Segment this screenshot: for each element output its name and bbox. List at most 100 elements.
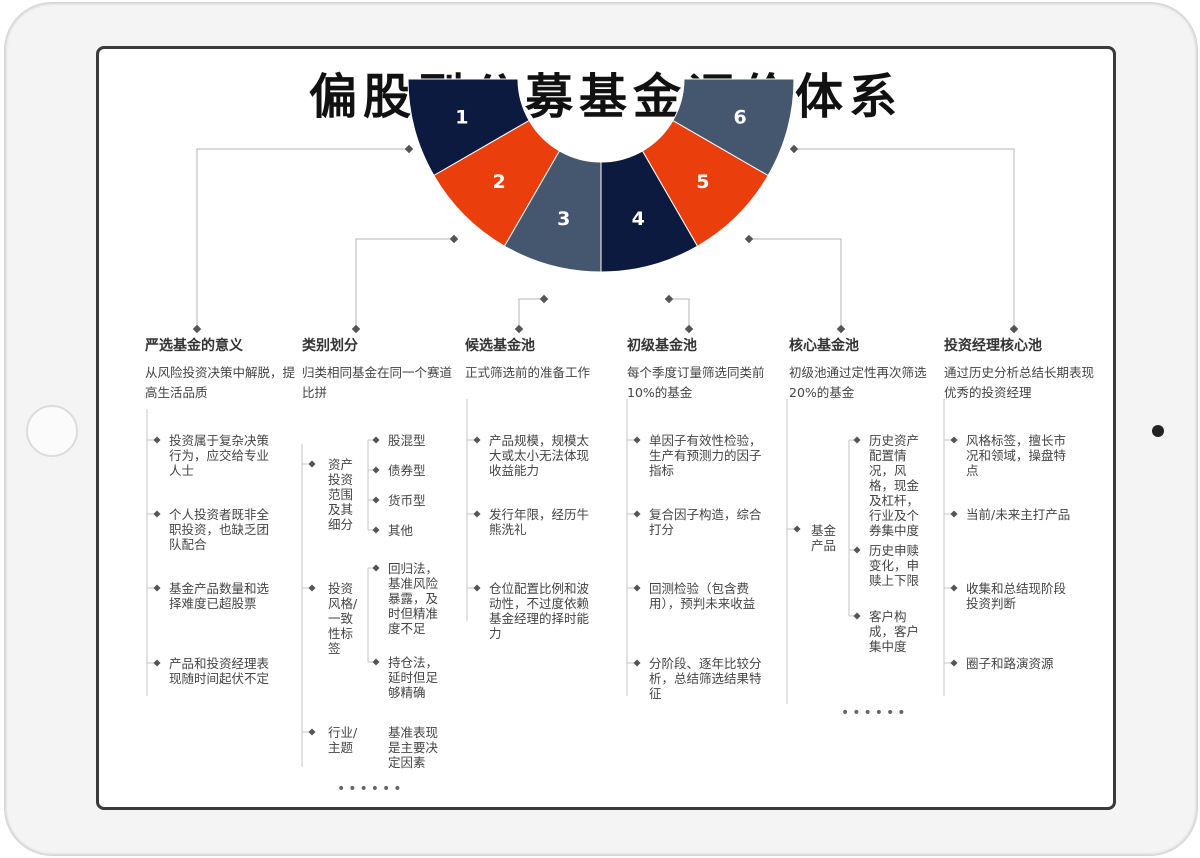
bullet-node — [308, 728, 316, 736]
column-6: 投资经理核心池通过历史分析总结长期表现优秀的投资经理 — [944, 335, 1094, 403]
list-item: 仓位配置比例和波动性，不过度依赖基金经理的择时能力 — [489, 581, 590, 641]
connector-node — [449, 234, 459, 244]
bullet-node — [153, 436, 161, 444]
connector-4 — [669, 298, 690, 329]
connector-node — [514, 324, 524, 334]
page-title: 偏股型公募基金评价体系 — [308, 69, 903, 125]
column-title: 投资经理核心池 — [944, 338, 1042, 354]
list-item: 回测检验（包含费用），预判未来收益 — [649, 581, 756, 611]
column-title: 初级基金池 — [627, 338, 697, 354]
more-indicator: •••••• — [337, 781, 405, 797]
bullet-node — [473, 510, 481, 518]
connector-1 — [196, 148, 409, 329]
column-description: 从风险投资决策中解脱，提高生活品质 — [145, 365, 296, 400]
sub-item: 基准表现是主要决定因素 — [388, 725, 439, 770]
bullet-node — [633, 659, 641, 667]
bullet-node — [308, 460, 316, 468]
connector-3 — [518, 298, 544, 329]
connector-node — [836, 324, 846, 334]
list-item: 投资属于复杂决策行为，应交给专业人士 — [169, 433, 270, 478]
list-item: 当前/未来主打产品 — [966, 507, 1071, 522]
bullet-node — [372, 436, 380, 444]
connector-node — [744, 234, 754, 244]
list-item: 单因子有效性检验，生产有预测力的因子指标 — [649, 433, 762, 478]
bullet-node — [950, 510, 958, 518]
bullet-node — [950, 584, 958, 592]
list-item: 基金产品数量和选择难度已超股票 — [169, 581, 270, 611]
bullet-node — [950, 659, 958, 667]
bullet-node — [372, 564, 380, 572]
list-item: 分阶段、逐年比较分析，总结筛选结果特征 — [649, 656, 762, 701]
connector-node — [539, 294, 549, 304]
bullet-node — [633, 584, 641, 592]
column-description: 通过历史分析总结长期表现优秀的投资经理 — [944, 365, 1095, 400]
connector-node — [404, 144, 414, 154]
bullet-node — [853, 612, 861, 620]
group-label: 基金产品 — [811, 523, 837, 553]
connector-lines — [196, 148, 1015, 329]
connector-node — [684, 324, 694, 334]
sub-item: 债券型 — [388, 463, 426, 478]
column-title: 候选基金池 — [465, 338, 535, 354]
group-label: 投资风格/一致性标签 — [328, 581, 358, 656]
sub-item: 其他 — [388, 523, 414, 538]
column-title: 类别划分 — [302, 338, 358, 354]
sub-item: 客户构成，客户集中度 — [869, 609, 920, 654]
bullet-node — [793, 525, 801, 533]
bullet-node — [633, 510, 641, 518]
connector-node — [351, 324, 361, 334]
sub-item: 货币型 — [388, 493, 426, 508]
bullet-node — [633, 436, 641, 444]
list-item: 风格标签，擅长市况和领域，操盘特点 — [966, 433, 1067, 478]
bullet-node — [950, 436, 958, 444]
column-title: 核心基金池 — [789, 338, 859, 354]
group-label: 资产投资范围及其细分 — [328, 457, 354, 532]
wheel-segment-6 — [672, 78, 795, 177]
bullet-node — [473, 436, 481, 444]
bullet-node — [372, 466, 380, 474]
column-title: 严选基金的意义 — [145, 338, 243, 354]
list-item: 发行年限，经历牛熊洗礼 — [489, 507, 590, 537]
sub-item: 历史资产配置情况，风格，现金及杠杆，行业及个券集中度 — [869, 433, 920, 538]
bullet-node — [153, 584, 161, 592]
connector-node — [664, 294, 674, 304]
column-2: 类别划分归类相同基金在同一个赛道比拼 — [302, 335, 452, 403]
segment-number-2: 2 — [493, 171, 506, 193]
bullet-node — [853, 546, 861, 554]
bullet-node — [473, 584, 481, 592]
bullet-node — [153, 659, 161, 667]
camera-dot — [1152, 425, 1164, 437]
connector-node — [192, 324, 202, 334]
connector-node — [789, 144, 799, 154]
sub-item: 历史申赎变化，申赎上下限 — [869, 543, 920, 588]
bullet-node — [372, 658, 380, 666]
connector-5 — [749, 238, 842, 329]
segment-number-5: 5 — [696, 171, 709, 193]
bullet-node — [308, 584, 316, 592]
segment-number-1: 1 — [455, 106, 468, 128]
column-4: 初级基金池每个季度订量筛选同类前10%的基金 — [627, 335, 777, 403]
connector-6 — [794, 148, 1015, 329]
list-item: 个人投资者既非全职投资，也缺乏团队配合 — [169, 507, 270, 552]
sub-item: 回归法，基准风险暴露，及时但精准度不足 — [388, 561, 439, 636]
list-item: 圈子和路演资源 — [966, 656, 1054, 671]
sub-item: 股混型 — [388, 433, 426, 448]
segment-number-4: 4 — [632, 208, 645, 230]
segment-number-3: 3 — [557, 208, 570, 230]
column-description: 正式筛选前的准备工作 — [465, 365, 591, 380]
list-item: 产品和投资经理表现随时间起伏不定 — [169, 656, 270, 686]
list-item: 产品规模，规模太大或太小无法体现收益能力 — [489, 433, 590, 478]
group-label: 行业/主题 — [328, 725, 358, 755]
list-item: 收集和总结现阶段投资判断 — [966, 581, 1067, 611]
connector-node — [1009, 324, 1019, 334]
bullet-node — [372, 526, 380, 534]
home-button[interactable] — [26, 405, 78, 457]
column-description: 每个季度订量筛选同类前10%的基金 — [627, 365, 765, 400]
bullet-node — [853, 436, 861, 444]
column-5: 核心基金池初级池通过定性再次筛选20%的基金 — [789, 335, 939, 403]
connector-2 — [355, 238, 454, 329]
column-1: 严选基金的意义从风险投资决策中解脱，提高生活品质 — [145, 335, 295, 403]
